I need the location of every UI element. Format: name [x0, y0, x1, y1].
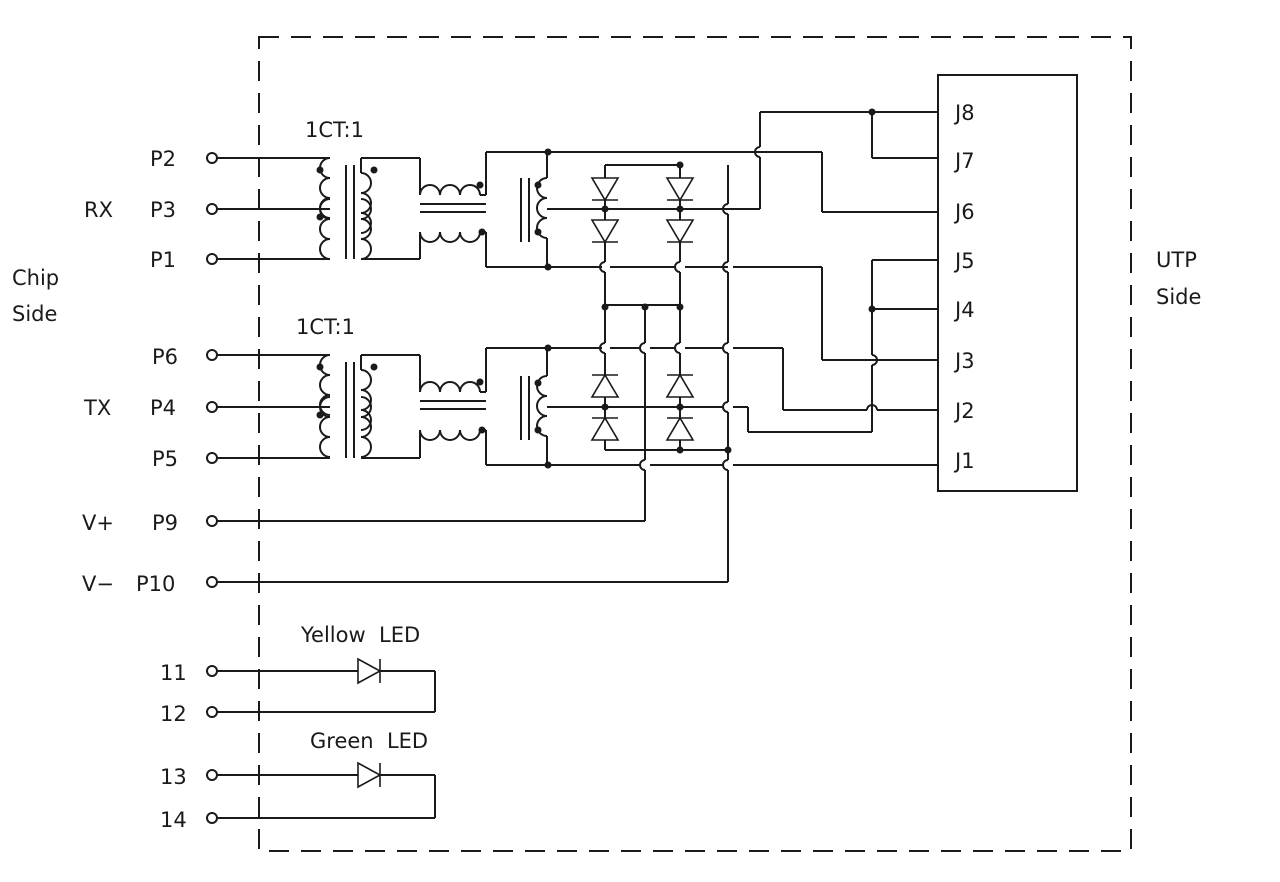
pin-p9-label: P9: [152, 511, 178, 535]
jack-j8-label: J8: [953, 101, 975, 125]
pin-13-label: 13: [160, 765, 187, 789]
green-led-label: Green LED: [310, 729, 428, 753]
yellow-led: [216, 658, 436, 713]
pin-14-label: 14: [160, 808, 187, 832]
pin-p3-label: P3: [150, 198, 176, 222]
jack-routing: [716, 108, 938, 466]
jack-j3-label: J3: [953, 349, 975, 373]
rx-transformer: [216, 148, 760, 271]
jack-j7-label: J7: [953, 149, 975, 173]
rj45-jack-box: [937, 74, 1078, 492]
supply-wiring: [216, 165, 729, 583]
jack-j6-label: J6: [953, 200, 975, 224]
tx-label: TX: [83, 396, 111, 420]
pin-p4-label: P4: [150, 396, 176, 420]
yellow-led-label: Yellow LED: [300, 623, 420, 647]
module-outline: [258, 36, 1132, 852]
pin-12-label: 12: [160, 702, 187, 726]
chip-side-label-2: Side: [12, 302, 57, 326]
pin-p2-label: P2: [150, 147, 176, 171]
pin-p6-label: P6: [152, 345, 178, 369]
jack-j4-label: J4: [953, 298, 975, 322]
tx-ratio-label: 1CT:1: [296, 315, 355, 339]
utp-side-label-2: Side: [1156, 285, 1201, 309]
pin-11-label: 11: [160, 661, 187, 685]
rx-diode-bridge: [548, 161, 716, 305]
pin-p1-label: P1: [150, 248, 176, 272]
jack-j5-label: J5: [953, 249, 975, 273]
pin-p5-label: P5: [152, 447, 178, 471]
pin-terminals: [206, 152, 218, 824]
utp-side-label-1: UTP: [1156, 248, 1197, 272]
vminus-label: V−: [82, 572, 114, 596]
pin-p10-label: P10: [136, 572, 175, 596]
jack-j1-label: J1: [953, 449, 975, 473]
rx-ratio-label: 1CT:1: [305, 118, 364, 142]
tx-diode-bridge: [548, 303, 732, 466]
green-led: [216, 762, 436, 819]
vplus-label: V+: [82, 511, 114, 535]
jack-j2-label: J2: [953, 399, 975, 423]
rx-label: RX: [84, 198, 113, 222]
chip-side-label-1: Chip: [12, 266, 59, 290]
